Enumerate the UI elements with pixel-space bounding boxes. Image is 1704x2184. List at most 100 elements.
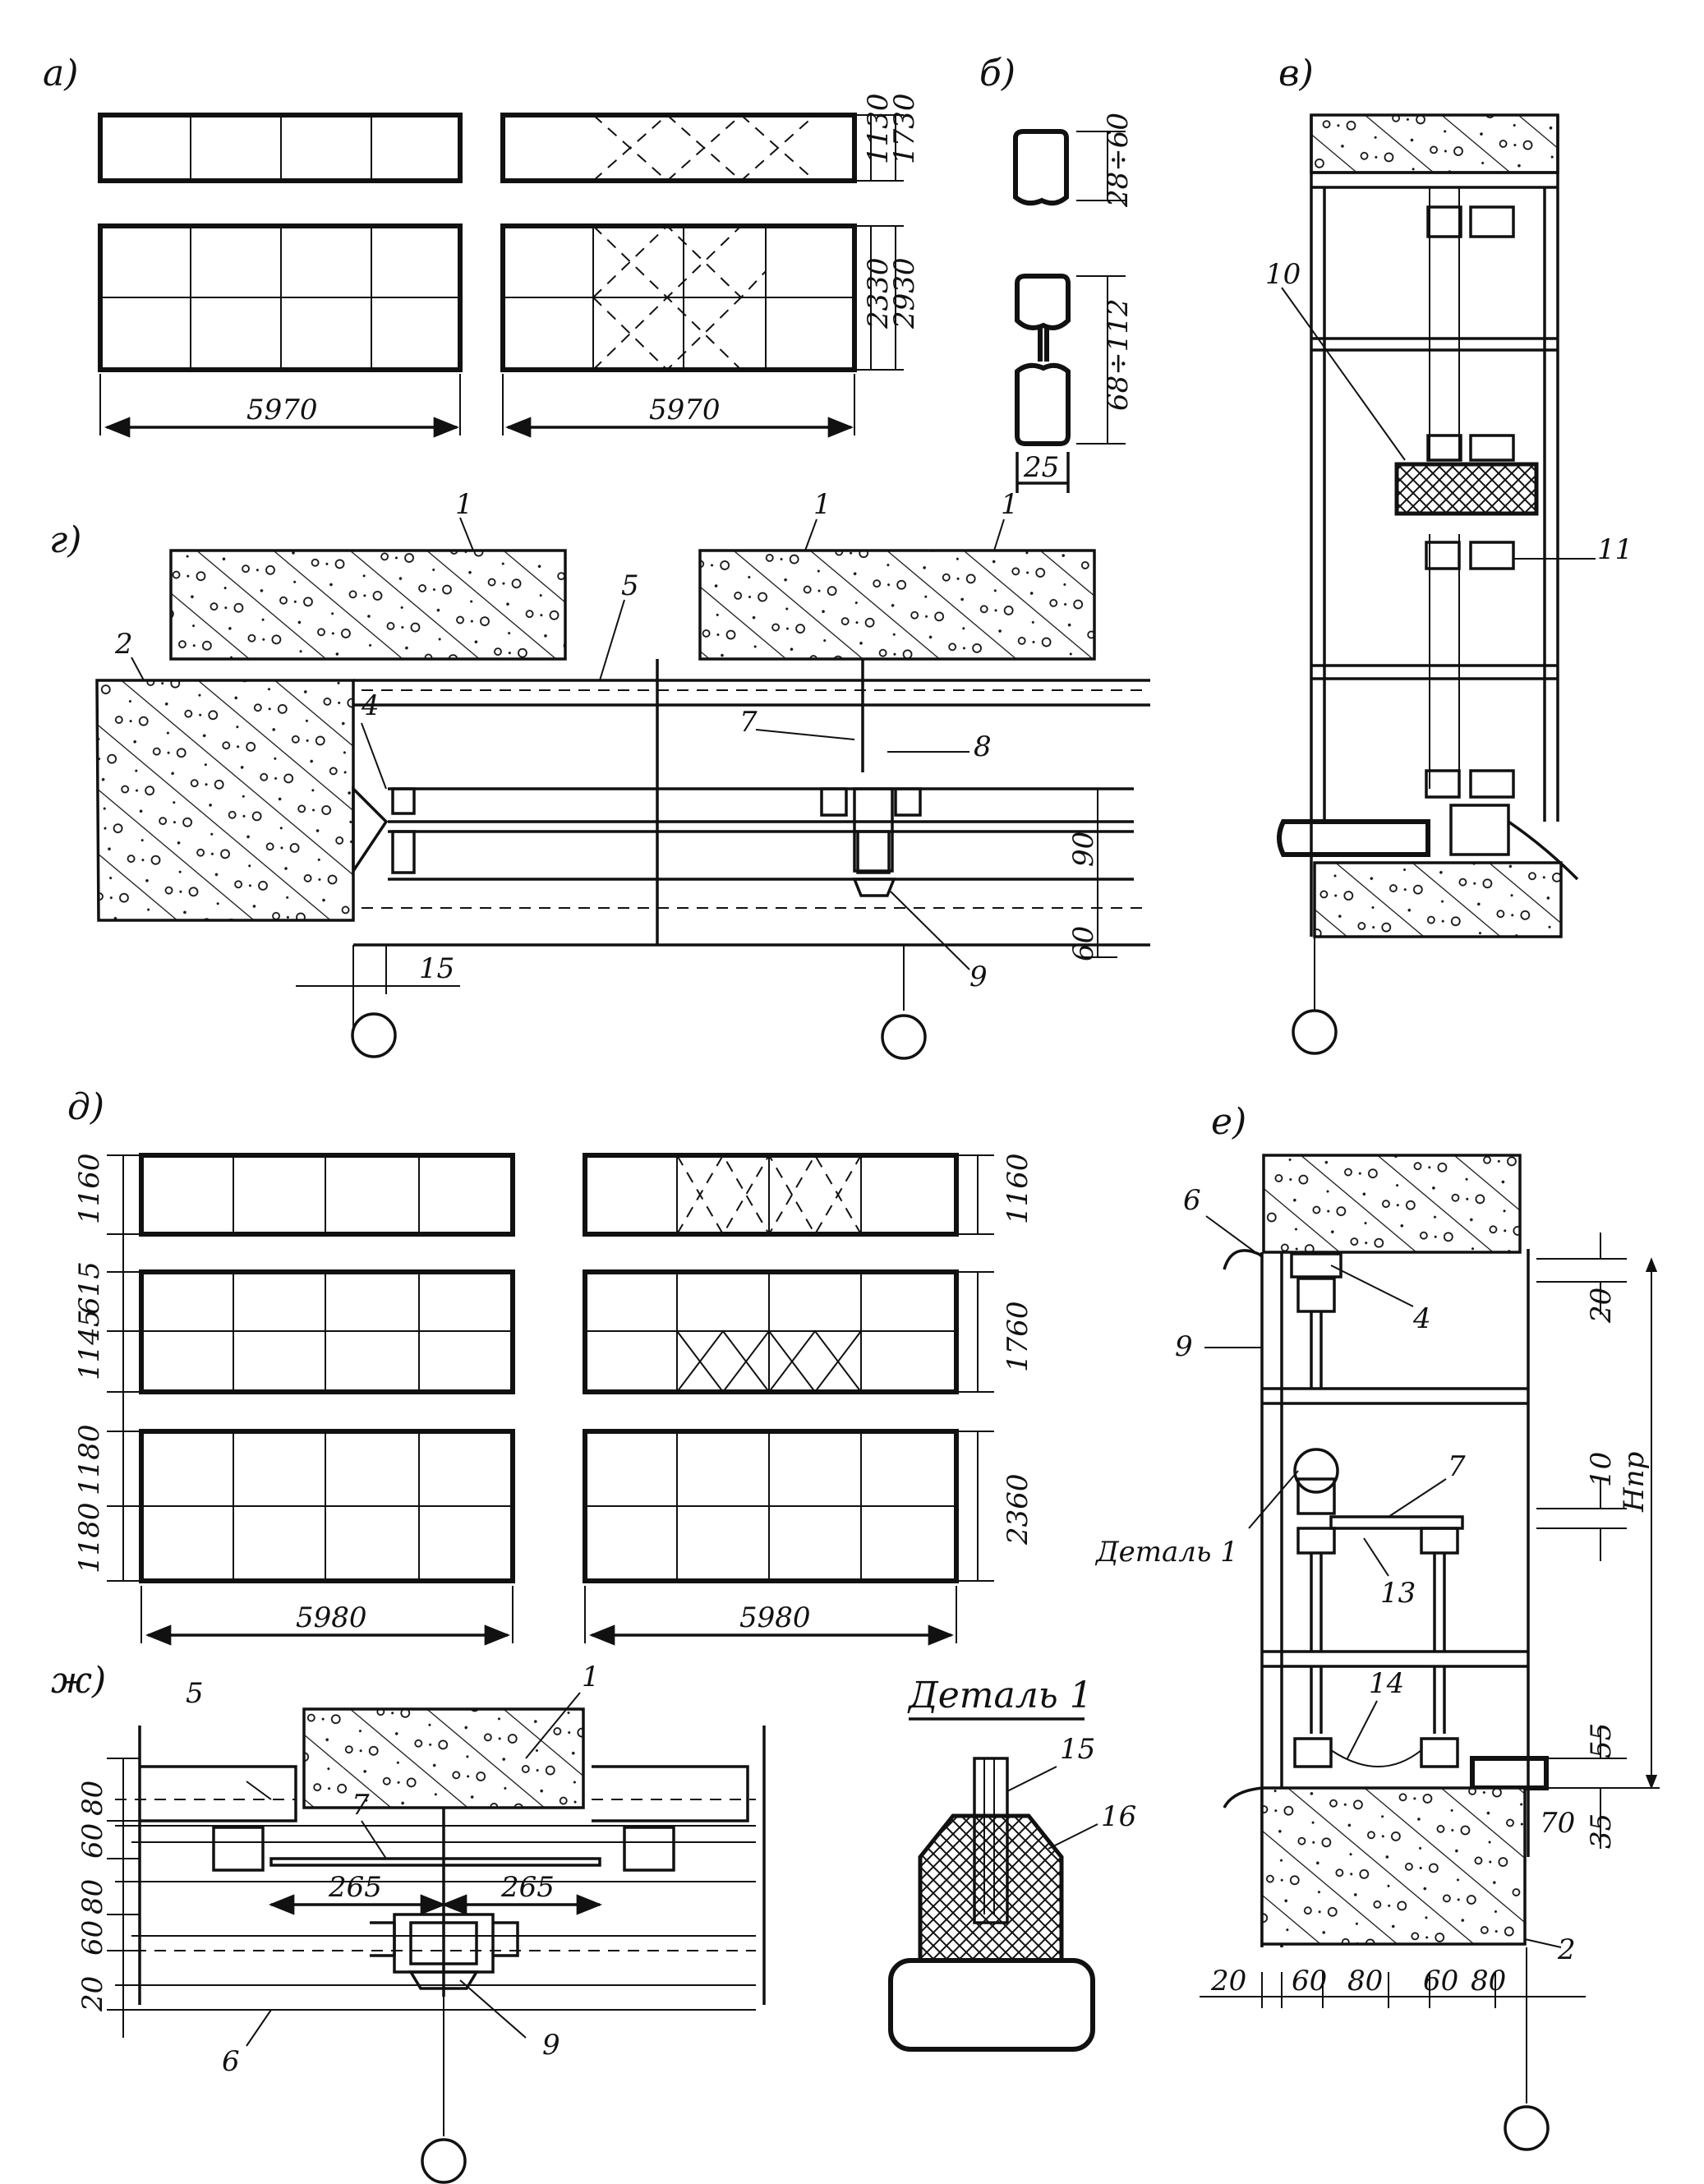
glass-block-profile-small <box>1013 129 1069 206</box>
callout-e-4: 4 <box>1412 1302 1431 1335</box>
callout-g-9: 9 <box>969 961 988 993</box>
callout-g-5: 5 <box>621 569 639 602</box>
glazing-panel-small-braced <box>500 113 857 183</box>
dim-g-90: 90 <box>1067 832 1100 867</box>
dim-e-b60a: 60 <box>1292 1965 1327 1997</box>
axis-marker-g-left <box>351 1012 397 1058</box>
dim-zh-80a: 80 <box>76 1781 109 1816</box>
label-zh: ж) <box>51 1660 106 1702</box>
dim-a-width-right: 5970 <box>649 394 721 426</box>
label-b: б) <box>979 53 1015 94</box>
detail-1-frame-flange <box>973 1757 1009 1924</box>
axis-marker-g-right <box>881 1014 927 1060</box>
glazing-panel-large-braced <box>500 223 857 372</box>
dim-zh-80b: 80 <box>76 1879 109 1914</box>
callout-zh-9: 9 <box>542 2029 560 2062</box>
callout-g-1c: 1 <box>1001 488 1019 521</box>
glazing-panel-d-right-2 <box>583 1269 959 1394</box>
dim-a-2930: 2930 <box>888 257 921 329</box>
dim-zh-265a: 265 <box>328 1871 382 1904</box>
callout-g-4: 4 <box>361 689 380 722</box>
glazing-panel-d-left-1 <box>139 1153 515 1237</box>
panel-v: в) 10 11 <box>1265 53 1633 1055</box>
callout-e-13: 13 <box>1380 1577 1416 1610</box>
slab-e-bottom <box>1260 1786 1527 1946</box>
callout-e-14: 14 <box>1369 1667 1404 1700</box>
label-g: г) <box>49 519 81 561</box>
glass-block-joint <box>1038 329 1049 362</box>
dim-zh-60b: 60 <box>76 1920 109 1956</box>
glazing-panel-d-right-1 <box>583 1153 959 1237</box>
sill-board <box>1277 819 1430 857</box>
dim-e-70: 70 <box>1540 1807 1575 1840</box>
callout-e-7: 7 <box>1448 1450 1466 1483</box>
slab-g-left <box>169 549 567 661</box>
dim-e-b60b: 60 <box>1423 1965 1458 1997</box>
callout-v-11: 11 <box>1597 533 1633 566</box>
callout-zh-7: 7 <box>352 1789 370 1822</box>
glazing-panel-d-left-3 <box>139 1429 515 1583</box>
label-e: е) <box>1211 1101 1246 1143</box>
panel-e: е) 20 10 Hпр 55 35 70 20 60 8 <box>1094 1101 1660 2151</box>
glazing-panel-large-plain <box>98 223 463 372</box>
dim-e-hpr: Hпр <box>1618 1452 1651 1513</box>
callout-v-10: 10 <box>1265 258 1301 291</box>
slab-g-right <box>698 549 1096 661</box>
dim-zh-20: 20 <box>76 1976 109 2012</box>
glazing-panel-d-right-3 <box>583 1429 959 1583</box>
label-v: в) <box>1278 53 1314 94</box>
dim-e-10: 10 <box>1585 1452 1618 1487</box>
panel-zh: ж) 265 265 80 60 80 60 20 5 1 7 9 <box>51 1660 766 2184</box>
dim-d-right-1760: 1760 <box>1002 1301 1034 1372</box>
panel-d: д) 1160 615 1145 1180 <box>67 1086 1034 1646</box>
detail-1-title: Деталь 1 <box>907 1675 1093 1716</box>
callout-zh-6: 6 <box>222 2045 240 2078</box>
dim-e-20: 20 <box>1585 1288 1618 1324</box>
axis-marker-zh <box>421 2138 467 2184</box>
dim-e-b80a: 80 <box>1347 1965 1383 1997</box>
axis-marker-e <box>1504 2105 1550 2151</box>
panel-g: г) 15 90 60 1 1 1 2 4 5 <box>49 488 1150 1060</box>
dim-d-left-1180a: 1180 <box>73 1424 106 1495</box>
callout-e-2: 2 <box>1557 1933 1576 1966</box>
dim-zh-60a: 60 <box>76 1823 109 1859</box>
slab-top <box>1310 113 1559 174</box>
callout-zh-1: 1 <box>582 1661 600 1693</box>
dim-zh-265b: 265 <box>500 1871 555 1904</box>
detail-1-callout-15: 15 <box>1060 1733 1095 1766</box>
slab-bottom <box>1313 861 1563 938</box>
label-d: д) <box>67 1086 104 1128</box>
panel-a: а) 5970 5970 1130 1730 2330 2930 <box>43 53 921 438</box>
dim-g-15: 15 <box>419 952 454 985</box>
dim-g-60: 60 <box>1067 926 1100 961</box>
callout-zh-5: 5 <box>186 1677 204 1710</box>
glazing-panel-d-left-2 <box>139 1269 515 1394</box>
dim-a-1730: 1730 <box>888 93 921 164</box>
glass-block-profile-lower <box>1015 362 1071 446</box>
dim-d-width-right: 5980 <box>739 1601 811 1634</box>
wall-g-left <box>95 679 355 922</box>
lintel-insert <box>1394 462 1539 516</box>
slab-e-top <box>1262 1154 1522 1254</box>
dim-d-right-1160: 1160 <box>1002 1153 1034 1224</box>
slab-zh <box>302 1707 585 1809</box>
callout-e-detail: Деталь 1 <box>1094 1536 1238 1569</box>
callout-g-1a: 1 <box>455 488 473 521</box>
dim-e-55: 55 <box>1585 1723 1618 1758</box>
detail-1-callout-16: 16 <box>1101 1800 1136 1833</box>
axis-marker-v <box>1292 1009 1338 1055</box>
detail-1-glass-block <box>888 1958 1095 2052</box>
callout-g-2: 2 <box>114 628 133 661</box>
callout-e-9: 9 <box>1175 1330 1193 1363</box>
dim-b-mid: 68÷112 <box>1102 298 1135 411</box>
label-a: а) <box>43 53 78 94</box>
dim-d-right-2360: 2360 <box>1002 1473 1034 1546</box>
dim-d-left-1145: 1145 <box>73 1309 106 1380</box>
callout-g-1b: 1 <box>813 488 831 521</box>
dim-a-width-left: 5970 <box>246 394 318 426</box>
dim-e-b80b: 80 <box>1471 1965 1506 1997</box>
detail-1-gasket <box>918 1813 1064 1963</box>
panel-b: б) 28÷60 68÷112 25 <box>979 53 1135 493</box>
dim-a-2330: 2330 <box>862 257 895 329</box>
